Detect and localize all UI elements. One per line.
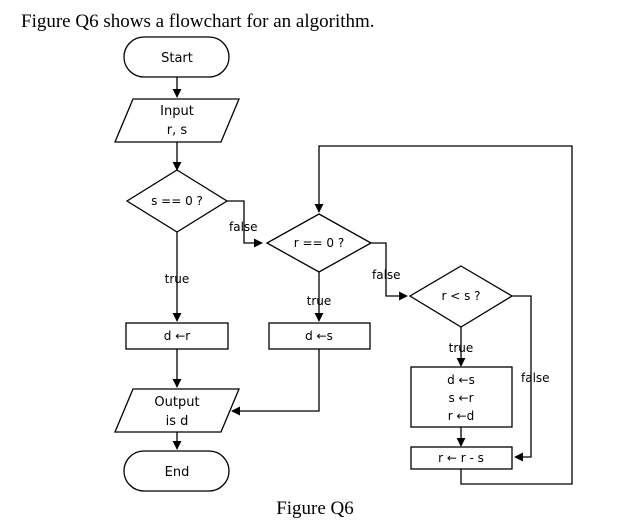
process-r-minus-s: r ← r - s — [410, 446, 513, 470]
edge-ds-output — [231, 349, 320, 416]
decision-s-label: s == 0 ? — [151, 194, 203, 208]
figure-caption: Figure Q6 — [276, 498, 354, 519]
decision-r-label: r == 0 ? — [294, 236, 345, 250]
start-label: Start — [161, 51, 193, 66]
connectors — [172, 77, 573, 485]
output-label-line2: is d — [166, 414, 189, 429]
input-label-line1: Input — [160, 104, 194, 119]
swap-line2: s ←r — [448, 391, 473, 405]
label-lt-true: true — [449, 341, 474, 355]
output-label-line1: Output — [154, 395, 199, 410]
label-r-true: true — [307, 294, 332, 308]
intro-text: Figure Q6 shows a flowchart for an algor… — [21, 11, 375, 32]
decision-lt-label: r < s ? — [441, 289, 480, 303]
input-parallelogram: Input r, s — [114, 98, 240, 143]
edge-lt-false — [512, 295, 532, 462]
edge-loop-back — [314, 145, 573, 485]
input-label-line2: r, s — [167, 123, 188, 138]
process-d-gets-r: d ←r — [125, 322, 229, 350]
edge-r-false — [371, 242, 408, 301]
process-swap: d ←s s ←r r ←d — [410, 366, 513, 428]
swap-line1: d ←s — [447, 373, 475, 387]
output-parallelogram: Output is d — [114, 388, 240, 433]
label-s-true: true — [165, 272, 190, 286]
label-r-false: false — [372, 268, 401, 282]
edge-s-false — [227, 200, 263, 248]
label-s-false: false — [229, 220, 258, 234]
r-minus-s-label: r ← r - s — [438, 451, 484, 465]
process-d-s-label: d ←s — [305, 329, 333, 343]
end-terminal: End — [123, 450, 230, 492]
process-d-r-label: d ←r — [164, 329, 190, 343]
decision-r-equals-zero: r == 0 ? — [265, 213, 373, 273]
start-terminal: Start — [123, 36, 230, 78]
end-label: End — [165, 465, 190, 480]
process-d-gets-s: d ←s — [268, 322, 371, 350]
swap-line3: r ←d — [448, 409, 474, 423]
decision-s-equals-zero: s == 0 ? — [125, 169, 229, 233]
decision-r-less-than-s: r < s ? — [408, 265, 514, 328]
label-lt-false: false — [521, 371, 550, 385]
